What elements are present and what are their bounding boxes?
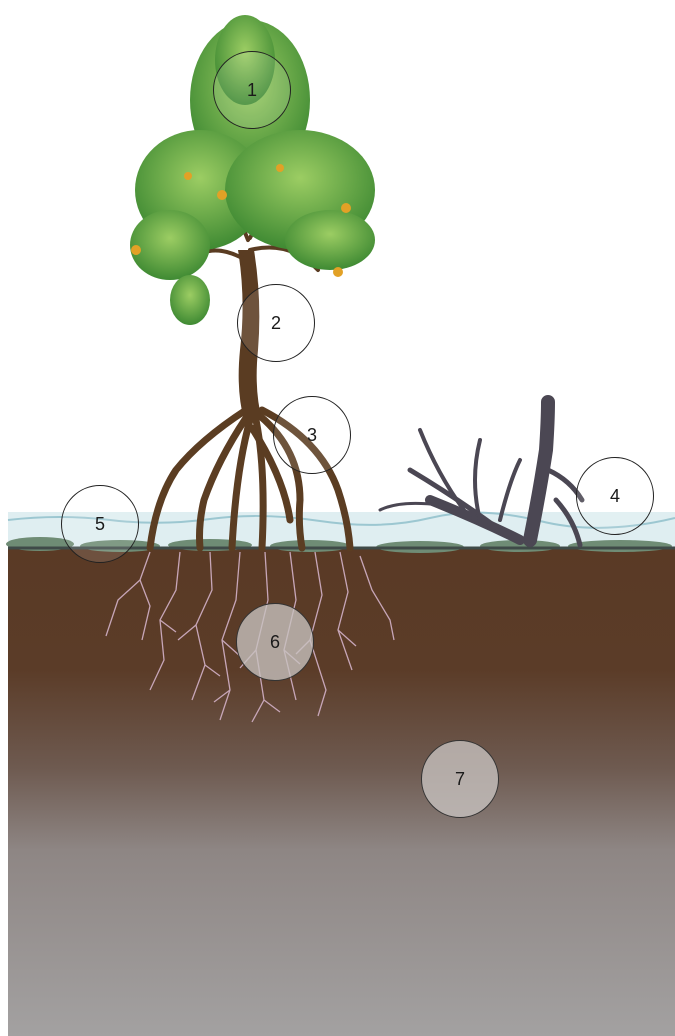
marker-4: 4 xyxy=(576,457,654,535)
marker-5: 5 xyxy=(61,485,139,563)
marker-7: 7 xyxy=(421,740,499,818)
marker-2: 2 xyxy=(237,284,315,362)
marker-1: 1 xyxy=(213,51,291,129)
marker-3: 3 xyxy=(273,396,351,474)
soil-layer xyxy=(8,548,675,1036)
marker-6: 6 xyxy=(236,603,314,681)
